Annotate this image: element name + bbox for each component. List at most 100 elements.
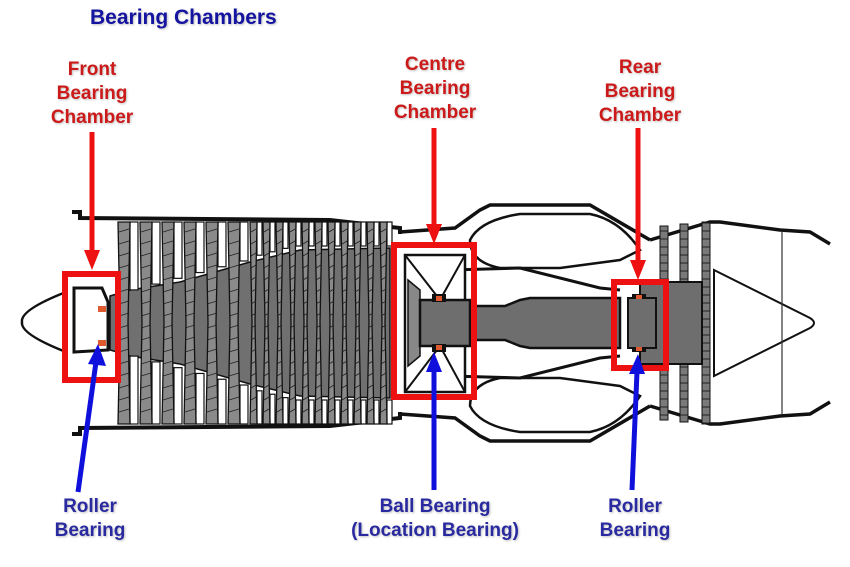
blade-hatch xyxy=(140,300,152,305)
blade-hatch xyxy=(162,384,174,389)
blade-hatch xyxy=(228,396,240,401)
blade-hatch xyxy=(341,288,348,293)
front-bearing-arrow xyxy=(75,361,99,493)
blade-hatch xyxy=(341,384,348,389)
label-line: (Location Bearing) xyxy=(351,520,519,541)
label-line: Chamber xyxy=(393,102,477,123)
blade-hatch xyxy=(354,312,361,317)
rear-bearing-arrow xyxy=(629,371,640,491)
blade-hatch xyxy=(315,228,322,233)
blade-hatch xyxy=(315,396,322,401)
blade-hatch xyxy=(184,240,196,245)
nose-cone xyxy=(20,290,67,354)
blade-hatch xyxy=(289,372,296,377)
arrowhead-icon xyxy=(426,224,442,244)
label-line: Bearing xyxy=(599,520,671,541)
blade-hatch xyxy=(228,312,240,317)
blade-hatch xyxy=(184,384,196,389)
blade-hatch xyxy=(162,300,174,305)
rear-bearing-label: Roller Bearing xyxy=(585,495,685,543)
blade-hatch xyxy=(162,360,174,365)
stator-vane xyxy=(360,221,367,247)
blade-hatch xyxy=(206,264,218,269)
blade-hatch xyxy=(162,312,174,317)
blade-hatch xyxy=(367,276,374,281)
blade-hatch xyxy=(228,408,240,413)
blade-hatch xyxy=(328,360,335,365)
arrowhead-icon xyxy=(426,352,442,372)
blade-hatch xyxy=(228,300,240,305)
blade-hatch xyxy=(263,324,270,329)
blade-hatch xyxy=(263,312,270,317)
blade-hatch xyxy=(162,348,174,353)
combustion-chamber-top xyxy=(468,212,642,270)
blade-hatch xyxy=(250,252,257,257)
blade-hatch xyxy=(184,264,196,269)
stator-vane xyxy=(151,361,161,425)
blade-hatch xyxy=(184,300,196,305)
stator-vane xyxy=(195,372,205,425)
blade-hatch xyxy=(263,336,270,341)
blade-hatch xyxy=(263,360,270,365)
blade-hatch xyxy=(162,240,174,245)
arrowhead-icon xyxy=(630,260,646,280)
blade-hatch xyxy=(140,396,152,401)
blade-hatch xyxy=(341,396,348,401)
blade-hatch xyxy=(276,312,283,317)
stator-vane xyxy=(295,399,302,425)
turbine-stages xyxy=(627,220,831,426)
blade-hatch xyxy=(354,396,361,401)
blade-hatch xyxy=(276,408,283,413)
label-line: Roller xyxy=(63,496,117,517)
blade-hatch xyxy=(328,312,335,317)
blade-hatch xyxy=(140,408,152,413)
rear-chamber-label: Rear Bearing Chamber xyxy=(585,56,695,128)
blade-hatch xyxy=(354,252,361,257)
blade-hatch xyxy=(289,312,296,317)
blade-hatch xyxy=(328,408,335,413)
blade-hatch xyxy=(367,240,374,245)
blade-hatch xyxy=(354,348,361,353)
blade-hatch xyxy=(162,276,174,281)
stator-vane xyxy=(295,221,302,247)
blade-hatch xyxy=(367,324,374,329)
blade-hatch xyxy=(289,324,296,329)
blade-hatch xyxy=(250,312,257,317)
stator-vane xyxy=(347,399,354,425)
blade-hatch xyxy=(250,360,257,365)
blade-hatch xyxy=(380,312,387,317)
blade-hatch xyxy=(228,348,240,353)
blade-hatch xyxy=(184,348,196,353)
blade-hatch xyxy=(315,276,322,281)
blade-hatch xyxy=(289,276,296,281)
label-line: Bearing xyxy=(54,520,126,541)
blade-hatch xyxy=(354,360,361,365)
stator-vane xyxy=(282,221,289,249)
blade-hatch xyxy=(341,336,348,341)
centre-chamber-label: Centre Bearing Chamber xyxy=(380,53,490,125)
blade-hatch xyxy=(354,276,361,281)
blade-hatch xyxy=(328,384,335,389)
blade-hatch xyxy=(250,264,257,269)
blade-hatch xyxy=(380,348,387,353)
blade-hatch xyxy=(289,228,296,233)
blade-hatch xyxy=(184,276,196,281)
blade-hatch xyxy=(184,228,196,233)
rear-roller-pad xyxy=(636,347,642,351)
blade-hatch xyxy=(380,324,387,329)
label-line: Rear xyxy=(618,57,662,78)
blade-hatch xyxy=(184,336,196,341)
blade-hatch xyxy=(206,396,218,401)
stator-vane xyxy=(129,355,139,425)
blade-hatch xyxy=(289,336,296,341)
blade-hatch xyxy=(162,228,174,233)
blade-hatch xyxy=(354,324,361,329)
blade-hatch xyxy=(367,348,374,353)
front-bearing-housing xyxy=(72,286,110,354)
stator-vane xyxy=(321,399,328,425)
blade-hatch xyxy=(228,360,240,365)
blade-hatch xyxy=(140,228,152,233)
blade-hatch xyxy=(302,360,309,365)
blade-hatch xyxy=(289,252,296,257)
